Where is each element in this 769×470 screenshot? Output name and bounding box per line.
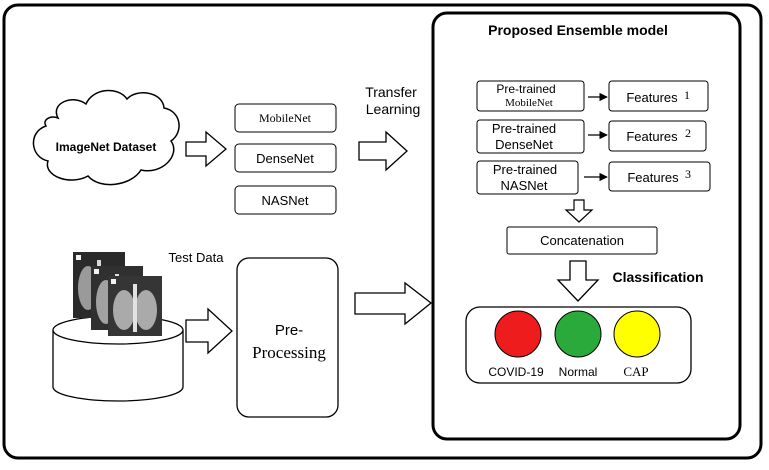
backbone-box-mobilenet: [234, 103, 337, 133]
class-circle-covid19: [494, 310, 542, 358]
features-label-1: Features: [626, 90, 678, 105]
imagenet-cloud: ImageNet Dataset: [32, 89, 180, 186]
pretrained-box-nasnet: [476, 160, 579, 195]
backbone-box-nasnet: [234, 185, 337, 215]
preprocessing-line1: Pre-: [275, 322, 303, 339]
pretrained-box-mobilenet: [476, 80, 585, 112]
pretrained-line2-mobilenet: MobileNet: [505, 97, 553, 109]
backbone-label-mobilenet: MobileNet: [259, 111, 312, 125]
block-arrow-cloud-to-backbones: [185, 130, 228, 168]
backbone-label-densenet: DenseNet: [256, 151, 314, 166]
class-circle-normal: [554, 310, 602, 358]
features-box-3: [608, 161, 711, 192]
class-label-normal: Normal: [559, 365, 598, 379]
pretrained-box-densenet: [476, 119, 585, 154]
backbone-label-nasnet: NASNet: [262, 193, 309, 208]
imagenet-label: ImageNet Dataset: [56, 140, 157, 154]
transfer-label-line2: Learning: [366, 101, 421, 117]
down-arrow-to-classification: [556, 260, 600, 302]
pretrained-line2-nasnet: NASNet: [501, 178, 548, 193]
concatenation-label: Concatenation: [540, 233, 624, 248]
backbone-box-densenet: [234, 143, 337, 173]
preprocessing-line2: Processing: [252, 343, 326, 362]
features-box-1: [608, 80, 709, 112]
block-arrow-db-to-preprocessing: [185, 307, 233, 355]
preprocessing-box: [236, 257, 339, 418]
ensemble-title: Proposed Ensemble model: [488, 22, 668, 38]
features-number-2: 2: [685, 126, 691, 140]
features-number-3: 3: [685, 167, 691, 181]
features-label-2: Features: [626, 129, 678, 144]
features-label-3: Features: [627, 170, 679, 185]
block-arrow-backbones-to-ensemble: [358, 130, 408, 172]
classification-label: Classification: [612, 269, 703, 285]
down-arrow-to-concatenation: [564, 199, 594, 223]
test-data-label: Test Data: [169, 250, 225, 265]
pretrained-line1-nasnet: Pre-trained: [493, 162, 557, 177]
pretrained-line2-densenet: DenseNet: [495, 137, 553, 152]
features-box-2: [608, 120, 707, 152]
class-label-covid19: COVID-19: [488, 365, 544, 379]
xray-stack-image: [73, 252, 162, 336]
transfer-label-line1: Transfer: [365, 84, 417, 100]
class-circle-cap: [613, 310, 661, 358]
class-label-cap: CAP: [623, 364, 648, 379]
concatenation-box: [506, 226, 658, 255]
pretrained-line1-mobilenet: Pre-trained: [496, 82, 555, 96]
features-number-1: 1: [684, 88, 690, 102]
block-arrow-preprocessing-to-ensemble: [354, 281, 433, 326]
pretrained-line1-densenet: Pre-trained: [492, 121, 556, 136]
